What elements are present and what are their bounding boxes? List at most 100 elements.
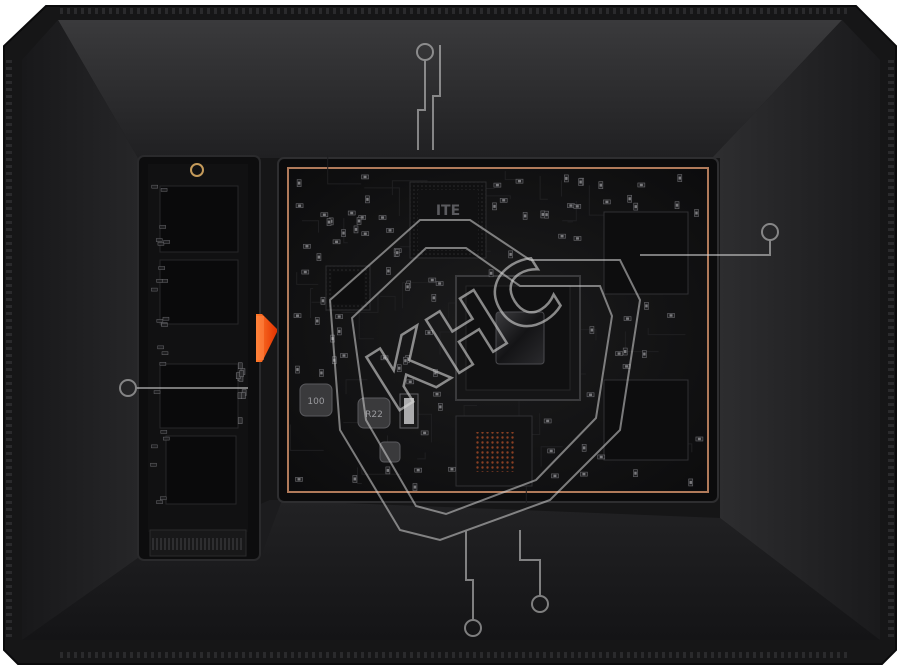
vent-tooth bbox=[802, 652, 805, 658]
ssd-connector-pin bbox=[184, 538, 186, 550]
ssd-connector-pin bbox=[192, 538, 194, 550]
vent-tooth bbox=[888, 599, 894, 602]
vent-tooth bbox=[888, 319, 894, 322]
vent-tooth bbox=[291, 652, 294, 658]
ssd-smd-part bbox=[161, 351, 169, 355]
vent-tooth bbox=[6, 81, 12, 84]
vent-tooth bbox=[888, 228, 894, 231]
pcb-trace bbox=[327, 155, 362, 185]
pcb-trace bbox=[539, 175, 548, 200]
smd-part-pad bbox=[363, 175, 367, 179]
vent-tooth bbox=[888, 389, 894, 392]
smd-part-pad bbox=[617, 352, 621, 355]
vent-tooth bbox=[585, 8, 588, 14]
vent-tooth bbox=[6, 599, 12, 602]
vent-tooth bbox=[888, 270, 894, 273]
smd-part-pad bbox=[643, 352, 646, 356]
ssd-smd-part bbox=[155, 238, 163, 242]
vent-tooth bbox=[711, 8, 714, 14]
smd-part-pad bbox=[357, 219, 361, 223]
vent-tooth bbox=[130, 652, 133, 658]
smd-part-pad bbox=[625, 365, 629, 368]
ssd-connector-pin bbox=[236, 538, 238, 550]
vent-tooth bbox=[888, 123, 894, 126]
vent-tooth bbox=[557, 652, 560, 658]
vent-tooth bbox=[480, 8, 483, 14]
vent-tooth bbox=[382, 8, 385, 14]
vent-tooth bbox=[221, 652, 224, 658]
vent-tooth bbox=[788, 8, 791, 14]
vent-tooth bbox=[6, 305, 12, 308]
smd-components bbox=[293, 174, 704, 491]
smd-part-pad bbox=[589, 393, 593, 396]
vent-tooth bbox=[888, 193, 894, 196]
vent-tooth bbox=[445, 8, 448, 14]
vent-tooth bbox=[6, 144, 12, 147]
vent-tooth bbox=[739, 8, 742, 14]
vent-tooth bbox=[6, 333, 12, 336]
vent-tooth bbox=[760, 652, 763, 658]
smd-part-pad bbox=[350, 211, 354, 215]
vent-tooth bbox=[6, 179, 12, 182]
vent-tooth bbox=[417, 8, 420, 14]
vent-tooth bbox=[361, 652, 364, 658]
smd-part-pad bbox=[517, 179, 521, 183]
vent-tooth bbox=[6, 522, 12, 525]
vent-tooth bbox=[795, 652, 798, 658]
smd-part-pad bbox=[413, 485, 417, 489]
vent-tooth bbox=[81, 652, 84, 658]
vent-tooth bbox=[888, 396, 894, 399]
smd-part-pad bbox=[342, 354, 346, 357]
vent-tooth bbox=[459, 8, 462, 14]
vent-tooth bbox=[6, 193, 12, 196]
vent-tooth bbox=[186, 8, 189, 14]
vent-tooth bbox=[529, 652, 532, 658]
vent-tooth bbox=[74, 8, 77, 14]
vent-tooth bbox=[256, 8, 259, 14]
vent-tooth bbox=[403, 8, 406, 14]
vent-tooth bbox=[888, 585, 894, 588]
vent-tooth bbox=[6, 326, 12, 329]
vent-tooth bbox=[6, 571, 12, 574]
ssd-connector-pin bbox=[180, 538, 182, 550]
vent-tooth bbox=[592, 8, 595, 14]
vent-tooth bbox=[704, 652, 707, 658]
pcb-trace bbox=[391, 180, 428, 196]
vent-tooth bbox=[88, 8, 91, 14]
vent-tooth bbox=[6, 172, 12, 175]
vent-tooth bbox=[888, 459, 894, 462]
vent-tooth bbox=[6, 515, 12, 518]
vent-tooth bbox=[781, 652, 784, 658]
vent-tooth bbox=[6, 424, 12, 427]
vent-tooth bbox=[888, 305, 894, 308]
pcb-trace bbox=[361, 465, 402, 475]
vent-tooth bbox=[410, 652, 413, 658]
vent-tooth bbox=[888, 263, 894, 266]
vent-tooth bbox=[6, 543, 12, 546]
vent-tooth bbox=[6, 284, 12, 287]
vent-tooth bbox=[354, 652, 357, 658]
vent-tooth bbox=[564, 652, 567, 658]
vent-tooth bbox=[501, 652, 504, 658]
vent-tooth bbox=[6, 74, 12, 77]
vent-tooth bbox=[676, 652, 679, 658]
vent-tooth bbox=[291, 8, 294, 14]
smd-part-pad bbox=[565, 176, 568, 180]
vent-tooth bbox=[746, 652, 749, 658]
vent-tooth bbox=[888, 375, 894, 378]
ssd-connector-pin bbox=[216, 538, 218, 550]
vent-tooth bbox=[578, 652, 581, 658]
vent-tooth bbox=[424, 652, 427, 658]
vent-tooth bbox=[284, 8, 287, 14]
vent-tooth bbox=[6, 158, 12, 161]
vent-tooth bbox=[200, 652, 203, 658]
vent-tooth bbox=[888, 424, 894, 427]
smd-part-pad bbox=[523, 214, 527, 218]
vent-tooth bbox=[888, 354, 894, 357]
chassis-bevel-left bbox=[22, 20, 138, 640]
pcb-trace bbox=[358, 310, 375, 340]
vent-tooth bbox=[888, 130, 894, 133]
vent-tooth bbox=[578, 8, 581, 14]
vent-tooth bbox=[662, 8, 665, 14]
vent-tooth bbox=[172, 652, 175, 658]
